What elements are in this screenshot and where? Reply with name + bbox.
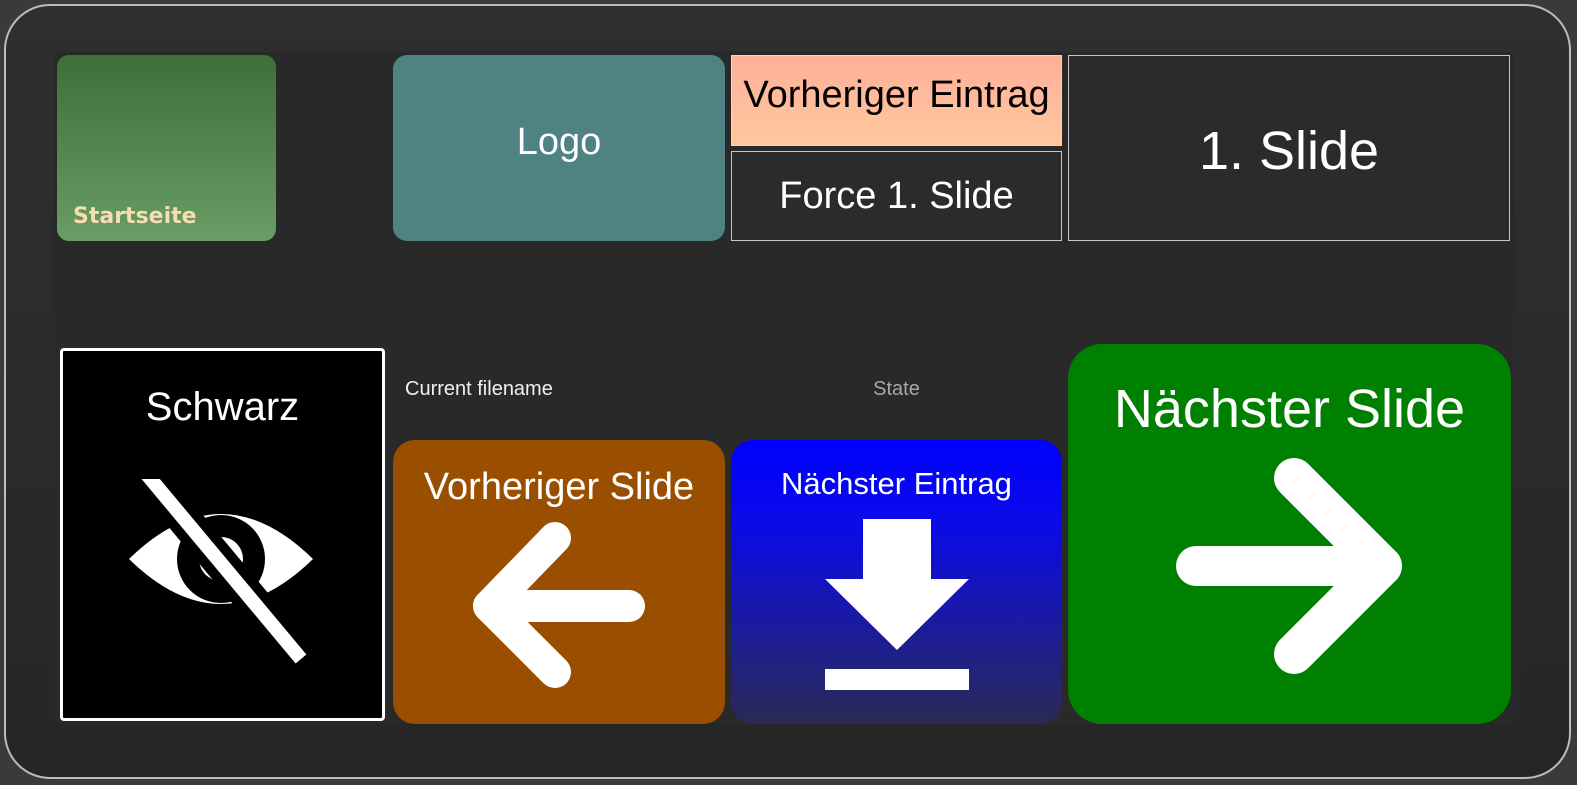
- previous-slide-button[interactable]: Vorheriger Slide: [393, 440, 725, 724]
- first-slide-label: 1. Slide: [1198, 121, 1380, 181]
- startseite-label: Startseite: [73, 204, 197, 229]
- force-first-slide-button[interactable]: Force 1. Slide: [731, 151, 1062, 241]
- black-screen-button[interactable]: Schwarz: [60, 348, 385, 721]
- next-entry-button[interactable]: Nächster Eintrag: [731, 440, 1062, 724]
- current-filename-label: Current filename: [405, 378, 553, 400]
- logo-button[interactable]: Logo: [393, 55, 725, 241]
- startseite-button[interactable]: Startseite: [57, 55, 276, 241]
- arrow-left-icon: [473, 522, 645, 688]
- download-icon: [825, 519, 969, 690]
- previous-slide-label: Vorheriger Slide: [423, 466, 695, 508]
- eye-slash-icon: [128, 479, 315, 670]
- logo-label: Logo: [516, 121, 602, 163]
- previous-entry-label: Vorheriger Eintrag: [743, 74, 1050, 116]
- force-first-slide-label: Force 1. Slide: [779, 175, 1014, 217]
- arrow-right-icon: [1176, 458, 1402, 674]
- next-entry-label: Nächster Eintrag: [781, 466, 1012, 501]
- black-screen-label: Schwarz: [145, 385, 300, 429]
- next-slide-label: Nächster Slide: [1113, 379, 1466, 439]
- next-slide-button[interactable]: Nächster Slide: [1068, 344, 1511, 724]
- first-slide-button[interactable]: 1. Slide: [1068, 55, 1510, 241]
- state-label: State: [873, 378, 920, 400]
- previous-entry-button[interactable]: Vorheriger Eintrag: [731, 55, 1062, 146]
